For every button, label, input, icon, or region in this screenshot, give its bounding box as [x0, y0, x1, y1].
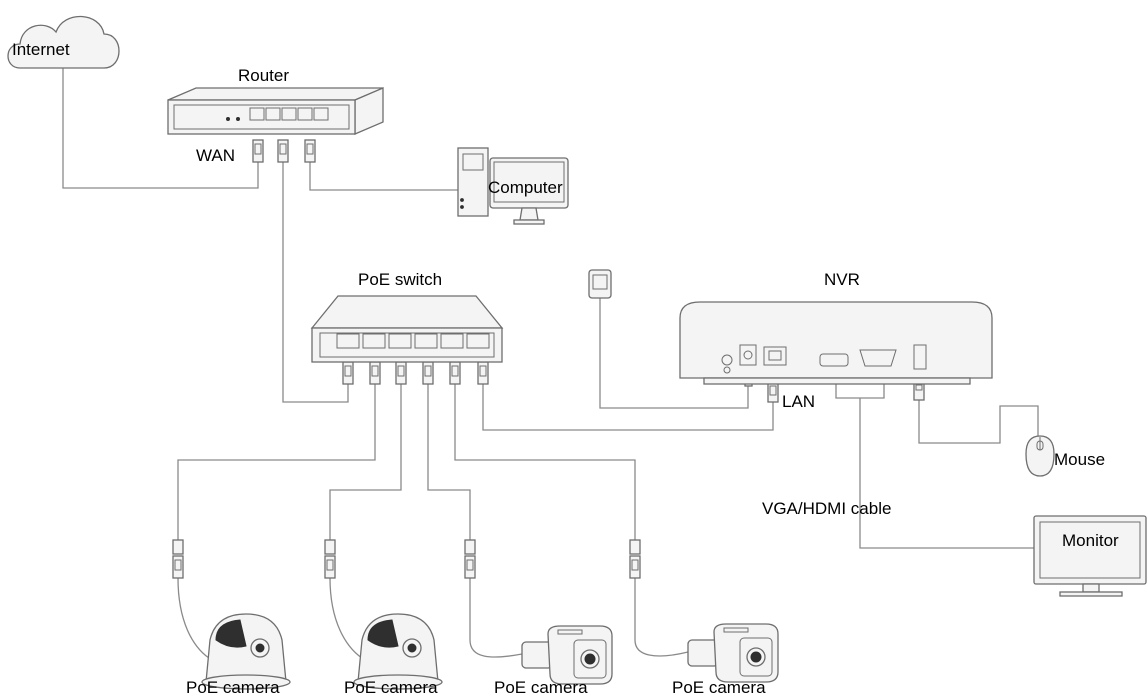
plug-switch-2 [369, 361, 381, 385]
cable-tail-camera-4 [634, 578, 689, 657]
plug-switch-1 [342, 361, 354, 385]
nvr-icon [679, 301, 993, 385]
plug-router-lan2 [304, 139, 316, 163]
plug-router-wan [252, 139, 264, 163]
plug-camera-4 [629, 539, 641, 579]
camera-label: PoE camera [494, 678, 588, 697]
monitor-icon [1033, 515, 1147, 597]
plug-camera-2 [324, 539, 336, 579]
cable-usb-mouse [918, 400, 1039, 444]
mouse-label: Mouse [1054, 450, 1106, 469]
camera-label: PoE camera [344, 678, 438, 697]
cable-power-adapter [599, 298, 749, 409]
router-label: Router [238, 66, 290, 85]
cable-tail-camera-2 [329, 577, 366, 661]
plug-camera-1 [172, 539, 184, 579]
cable-switch-nvr-lan [482, 382, 774, 431]
monitor-label: Monitor [1062, 531, 1119, 550]
vga-hdmi-cable-label: VGA/HDMI cable [762, 499, 892, 518]
router-icon [167, 87, 384, 135]
internet-label: Internet [12, 40, 70, 59]
camera-label: PoE camera [186, 678, 280, 697]
camera-label: PoE camera [672, 678, 766, 697]
poe-switch-icon [310, 295, 504, 363]
plug-switch-3 [395, 361, 407, 385]
cable-internet-wan [62, 68, 259, 189]
plug-switch-4 [422, 361, 434, 385]
cable-switch-camera-1 [177, 382, 376, 540]
computer-icon [457, 147, 569, 225]
cloud-icon [7, 15, 120, 69]
plug-camera-3 [464, 539, 476, 579]
wan-label: WAN [196, 146, 236, 165]
plug-usb [913, 381, 925, 401]
mouse-icon [1025, 435, 1055, 477]
cable-tail-camera-1 [177, 577, 213, 661]
dome-camera-icon [353, 613, 443, 690]
cable-vga-hdmi [835, 384, 1034, 549]
cable-router-switch [282, 162, 349, 403]
plug-router-lan1 [277, 139, 289, 163]
dome-camera-icon [201, 613, 291, 690]
plug-switch-6 [477, 361, 489, 385]
plug-switch-5 [449, 361, 461, 385]
cable-switch-camera-4 [454, 382, 636, 540]
computer-label: Computer [488, 178, 563, 197]
power-adapter-icon [588, 269, 612, 299]
cable-switch-camera-3 [427, 382, 471, 540]
bullet-camera-icon [687, 623, 779, 683]
cable-tail-camera-3 [469, 578, 523, 658]
cable-switch-camera-2 [329, 382, 402, 540]
nvr-label: NVR [824, 270, 860, 289]
plug-nvr-lan [767, 381, 779, 403]
poe-switch-label: PoE switch [358, 270, 443, 289]
cable-router-computer [309, 162, 462, 191]
cables [62, 68, 1039, 661]
lan-label: LAN [782, 392, 816, 411]
bullet-camera-icon [521, 625, 613, 685]
